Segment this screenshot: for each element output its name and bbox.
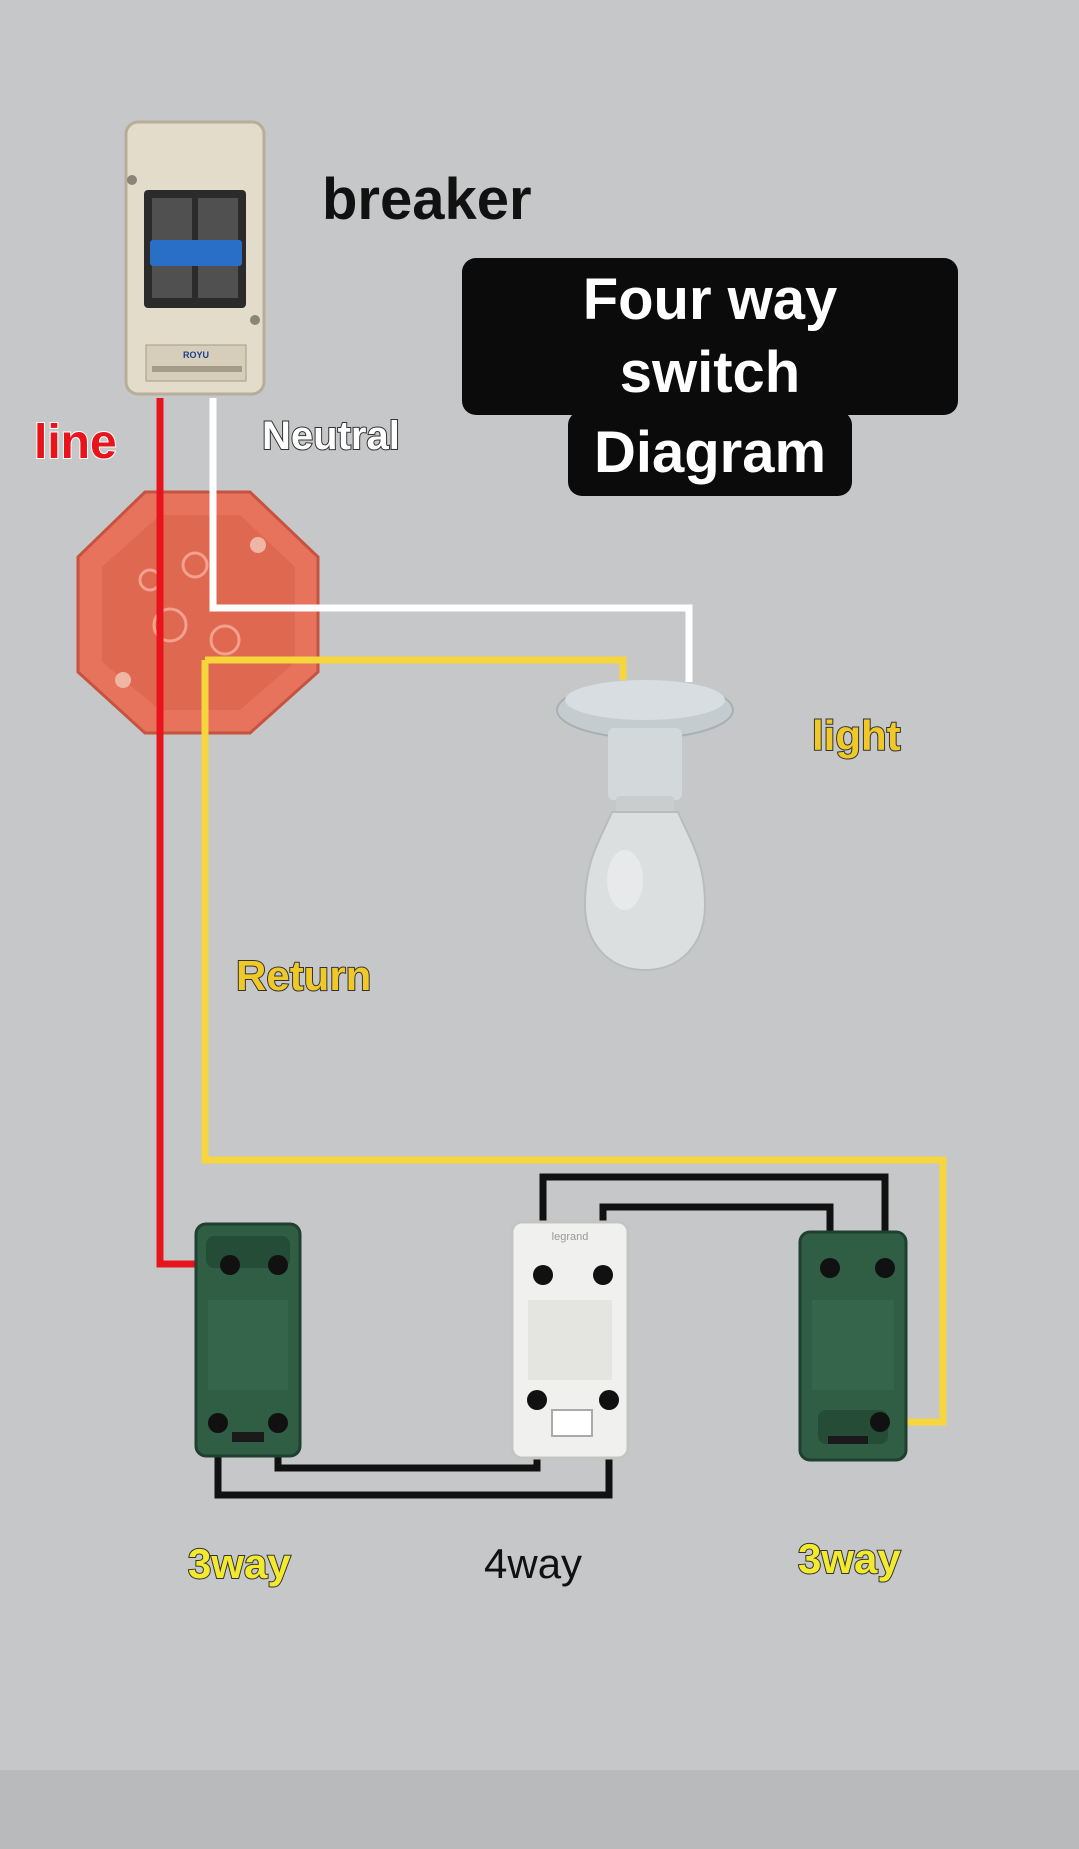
- neutral-label: Neutral: [261, 413, 401, 459]
- switch-right-label: 3way: [797, 1534, 902, 1583]
- return-wire-switch: [201, 660, 947, 1426]
- junction-box: [76, 490, 320, 735]
- breaker-brand: ROYU: [183, 350, 209, 360]
- switch-3way-left: [194, 1222, 302, 1458]
- switch-3way-right: [798, 1230, 908, 1462]
- title-line-2: Diagram: [567, 411, 853, 496]
- breaker: ROYU: [124, 120, 266, 396]
- breaker-lever: [150, 240, 242, 266]
- switch-4way: legrand: [510, 1220, 630, 1460]
- line-label: line: [33, 415, 118, 470]
- return-label: Return: [235, 951, 372, 1000]
- switch-left-label: 3way: [187, 1539, 292, 1588]
- neutral-wire: [209, 398, 693, 682]
- light-label: light: [811, 711, 902, 760]
- switch-brand: legrand: [552, 1231, 589, 1243]
- bulb: [583, 811, 707, 972]
- title-line-1: Four way switch: [462, 258, 958, 415]
- bottom-shade: [0, 1770, 1079, 1849]
- switch-middle-label: 4way: [484, 1540, 583, 1587]
- breaker-label: breaker: [322, 167, 532, 232]
- diagram-title: Four way switch Diagram: [462, 258, 958, 496]
- light-fixture: [556, 680, 734, 972]
- return-wire-light: [205, 656, 627, 680]
